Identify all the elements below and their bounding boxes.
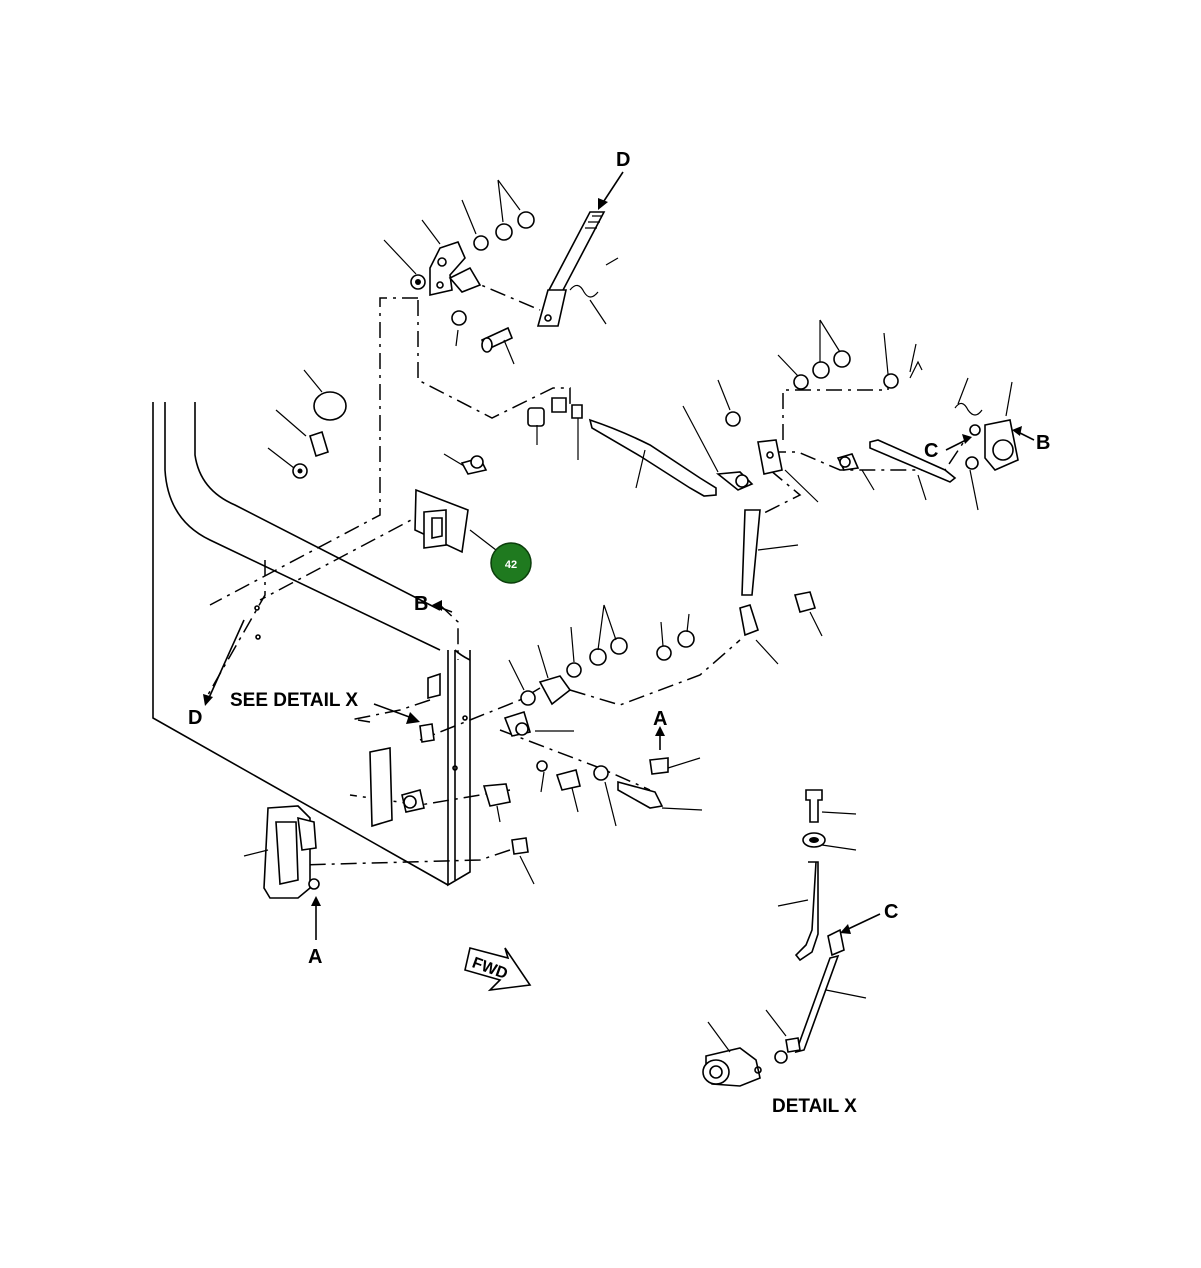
top-middle-parts bbox=[527, 397, 717, 497]
middle-bracket bbox=[414, 455, 488, 554]
label-c-detail: C bbox=[884, 901, 898, 923]
label-a-bottom: A bbox=[308, 946, 322, 968]
door-handle bbox=[263, 805, 320, 899]
handle-rod-d bbox=[536, 211, 606, 327]
fwd-arrow: FWD bbox=[464, 947, 532, 992]
reference-arrows bbox=[203, 171, 1035, 940]
leader-lines bbox=[243, 179, 1013, 1053]
label-a-mid: A bbox=[653, 708, 667, 730]
callout-42[interactable]: 42 bbox=[490, 542, 532, 584]
top-bracket-assembly bbox=[410, 211, 535, 353]
callout-number: 42 bbox=[505, 559, 517, 571]
detail-title: DETAIL X bbox=[772, 1096, 857, 1117]
text-labels: D D B B C C A A SEE DETAIL X DETAIL X bbox=[188, 149, 1050, 1117]
see-detail-label: SEE DETAIL X bbox=[230, 690, 358, 711]
lock-knob bbox=[292, 391, 347, 479]
right-latch-assembly bbox=[715, 350, 1019, 637]
door-latch bbox=[369, 747, 425, 828]
label-b-right: B bbox=[1036, 432, 1050, 454]
door-panel bbox=[152, 402, 471, 887]
label-d-bottom: D bbox=[188, 707, 202, 729]
assembly-lines bbox=[204, 276, 966, 866]
lower-linkage bbox=[419, 630, 695, 855]
callout-circle[interactable] bbox=[490, 542, 532, 584]
label-b-mid: B bbox=[414, 593, 428, 615]
detail-x bbox=[702, 789, 845, 1087]
label-c-right: C bbox=[924, 440, 938, 462]
label-d-top: D bbox=[616, 149, 630, 171]
